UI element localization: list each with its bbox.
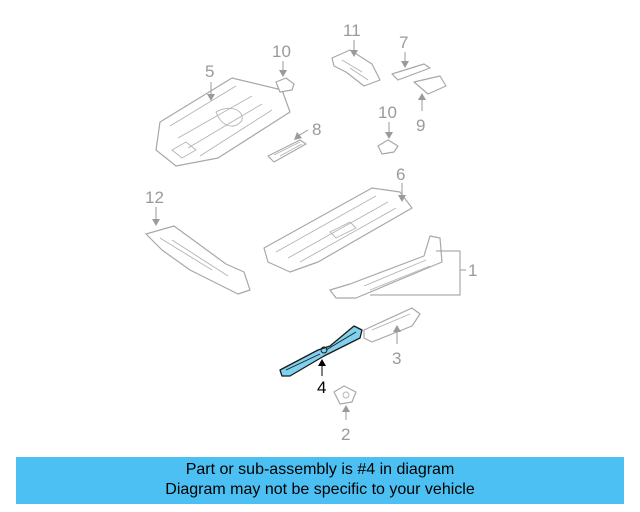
callout-7: 7 bbox=[399, 33, 408, 52]
part-12-rail bbox=[145, 225, 251, 295]
callout-3: 3 bbox=[392, 349, 401, 368]
part-2-fastener bbox=[333, 385, 357, 405]
callout-10-mid: 10 bbox=[378, 103, 397, 122]
info-line-part: Part or sub-assembly is #4 in diagram bbox=[185, 461, 455, 478]
part-10-bracket-top bbox=[275, 77, 295, 93]
parts-diagram: 5 10 8 11 7 9 10 6 bbox=[145, 21, 477, 444]
part-5-floor-pan bbox=[155, 77, 291, 167]
callout-6: 6 bbox=[396, 165, 405, 184]
part-1-side-rail bbox=[329, 235, 443, 299]
callout-11: 11 bbox=[343, 21, 361, 40]
callout-10-top: 10 bbox=[272, 42, 291, 61]
callout-2: 2 bbox=[341, 425, 350, 444]
callout-12: 12 bbox=[145, 188, 164, 207]
info-banner: Part or sub-assembly is #4 in diagram Di… bbox=[16, 457, 624, 504]
callout-8: 8 bbox=[312, 120, 321, 139]
part-3-member bbox=[363, 307, 421, 343]
callout-9: 9 bbox=[416, 116, 425, 135]
part-6-rear-floor bbox=[263, 187, 413, 273]
callout-5: 5 bbox=[205, 62, 214, 81]
part-4-highlighted-crossmember bbox=[279, 325, 363, 377]
part-7-rail bbox=[391, 63, 431, 81]
info-line-disclaimer: Diagram may not be specific to your vehi… bbox=[165, 481, 475, 498]
part-9-bracket bbox=[413, 75, 447, 95]
part-8-bracket bbox=[267, 139, 307, 163]
callout-4: 4 bbox=[317, 378, 326, 397]
callout-1: 1 bbox=[468, 261, 477, 280]
part-11-mount bbox=[331, 49, 381, 87]
part-10-bracket-mid bbox=[377, 139, 399, 155]
